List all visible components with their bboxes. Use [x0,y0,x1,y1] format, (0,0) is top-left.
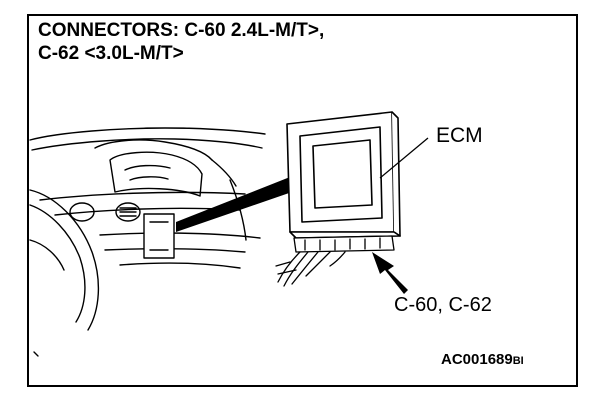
connector-label: C-60, C-62 [394,294,492,316]
instrument-hood [94,139,213,161]
connector-arrow [372,252,408,294]
ecm-label: ECM [436,124,483,147]
title-line-1: CONNECTORS: C-60 2.4L-M/T>, [38,20,325,41]
dashboard-top-edge [29,127,266,141]
diagram-title: CONNECTORS: C-60 2.4L-M/T>, C-62 <3.0L-M… [38,19,324,65]
dash-face [39,191,246,201]
figure-id-main: AC001689 [441,351,513,368]
connector-block [293,235,395,253]
dashboard-top-inner [31,138,263,151]
left-vent [69,202,95,222]
ecm-location-box [143,213,175,259]
center-vent [115,202,141,222]
harness-wire-1 [277,251,301,283]
harness-wire-4 [305,251,331,277]
harness-wire-3 [291,251,319,285]
lower-dash [99,232,261,239]
connector-harness [275,235,395,287]
figure-id-suffix: BI [512,355,524,367]
figure-id: AC001689BI [441,351,524,368]
ecm-location-pointer [176,177,292,232]
ecm-label-leader [379,137,429,179]
harness-wire-2 [283,251,309,287]
instrument-cluster [109,151,203,197]
harness-wire-5 [329,251,346,267]
title-line-2: C-62 <3.0L-M/T> [38,43,184,64]
steering-wheel [29,189,100,331]
ecm-unit [286,111,401,239]
